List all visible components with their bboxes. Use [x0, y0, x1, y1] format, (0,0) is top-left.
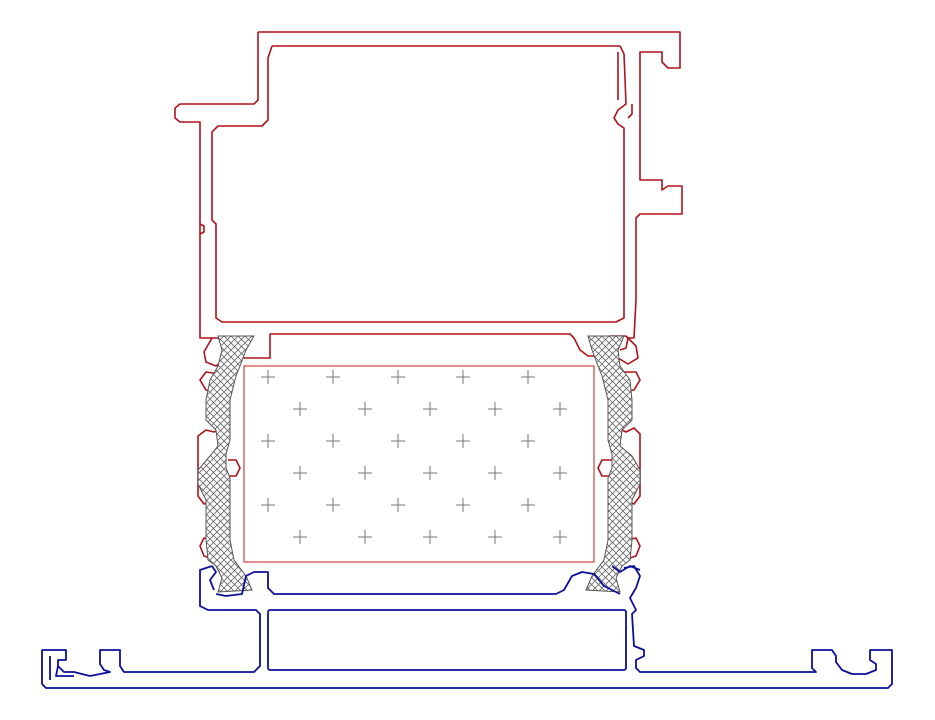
insulation-plus-mark: [391, 370, 405, 384]
insulation-plus-mark: [553, 530, 567, 544]
insulation-plus-mark: [488, 530, 502, 544]
insulation-plus-mark: [521, 498, 535, 512]
bottom-profile-hollow-chamber: [267, 609, 627, 671]
insulation-plus-mark: [293, 530, 307, 544]
insulation-plus-mark: [456, 434, 470, 448]
insulation-plus-mark: [261, 498, 275, 512]
bottom-profile-left-foot-detail: [49, 656, 74, 680]
bottom-aluminium-profile: [41, 565, 893, 689]
insulation-plus-mark: [293, 402, 307, 416]
insulation-plus-mark: [261, 434, 275, 448]
thermal-break-right: [585, 335, 641, 593]
top-profile-left-notch: [199, 223, 205, 235]
insulation-core: [243, 365, 595, 563]
insulation-plus-mark: [456, 370, 470, 384]
bottom-profile-right-clip: [209, 565, 641, 591]
top-profile-outer-contour: [174, 31, 683, 351]
insulation-plus-mark: [423, 466, 437, 480]
insulation-plus-mark: [521, 434, 535, 448]
insulation-plus-mark: [488, 402, 502, 416]
insulation-plus-mark: [326, 370, 340, 384]
insulation-plus-mark: [293, 466, 307, 480]
insulation-plus-mark: [358, 402, 372, 416]
top-aluminium-profile: [174, 31, 683, 359]
thermal-break-strips: [197, 335, 641, 593]
thermal-break-left: [197, 335, 255, 593]
top-profile-inner-wall: [617, 52, 633, 119]
insulation-fill-marks: [261, 370, 567, 544]
insulation-plus-mark: [391, 434, 405, 448]
insulation-plus-mark: [488, 466, 502, 480]
insulation-plus-mark: [261, 370, 275, 384]
top-profile-bottom-wall: [212, 333, 626, 359]
insulation-plus-mark: [521, 370, 535, 384]
bottom-profile-top-wall: [215, 571, 621, 597]
insulation-plus-mark: [423, 402, 437, 416]
insulation-plus-mark: [553, 402, 567, 416]
bottom-profile-outer-contour: [41, 565, 893, 689]
insulation-plus-mark: [423, 530, 437, 544]
insulation-plus-mark: [358, 530, 372, 544]
insulation-plus-mark: [326, 498, 340, 512]
insulation-plus-mark: [391, 498, 405, 512]
insulation-plus-mark: [553, 466, 567, 480]
insulation-plus-mark: [456, 498, 470, 512]
insulation-plus-mark: [358, 466, 372, 480]
insulation-plus-mark: [326, 434, 340, 448]
insulation-core-outline: [243, 365, 595, 563]
top-profile-inner-chamber: [211, 45, 627, 323]
